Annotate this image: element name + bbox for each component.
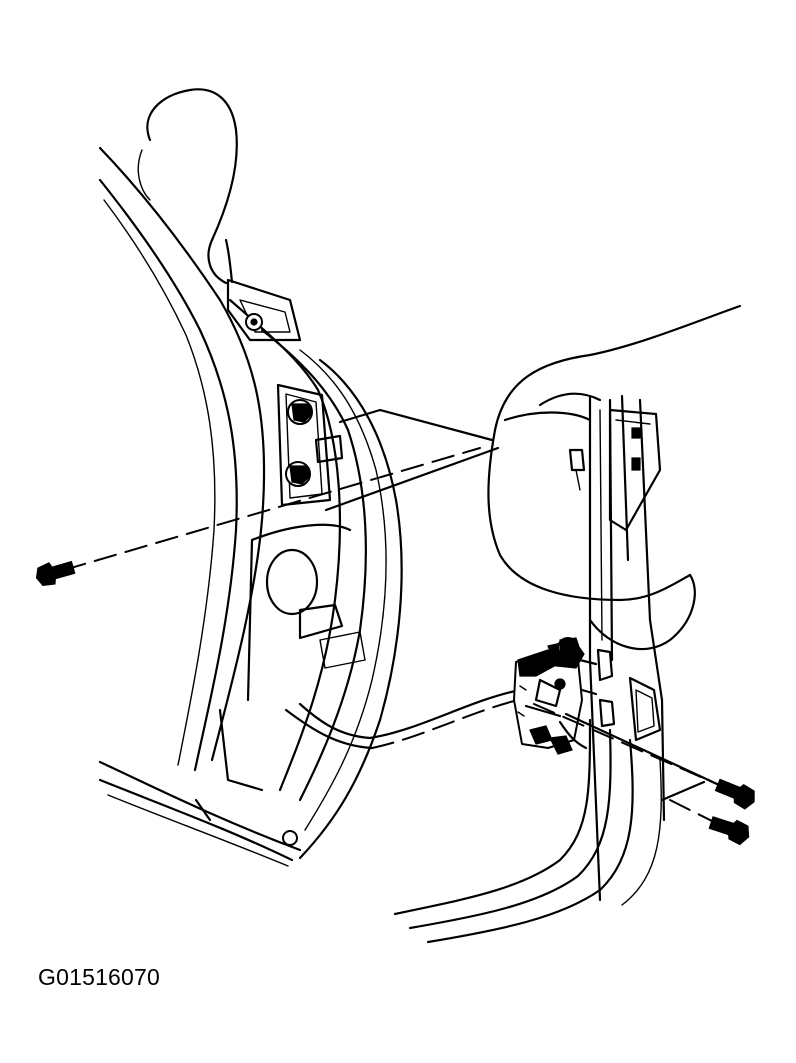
door-latch-assembly [513,637,598,755]
screw-leader-line [63,408,500,571]
figure-code: G01516070 [38,964,161,990]
window-glass [146,88,238,285]
screw-icon [35,560,76,587]
latch-screw-leaders [533,703,732,825]
latch-screw-upper-icon [714,778,755,810]
latch-screw-lower-icon [708,816,750,846]
door-panel [487,304,742,902]
rocker-sill [98,760,302,867]
lock-rod [298,688,522,740]
door-bottom-edge [393,718,662,944]
door-pillar [98,146,403,860]
pillar-access-hole [218,523,366,792]
